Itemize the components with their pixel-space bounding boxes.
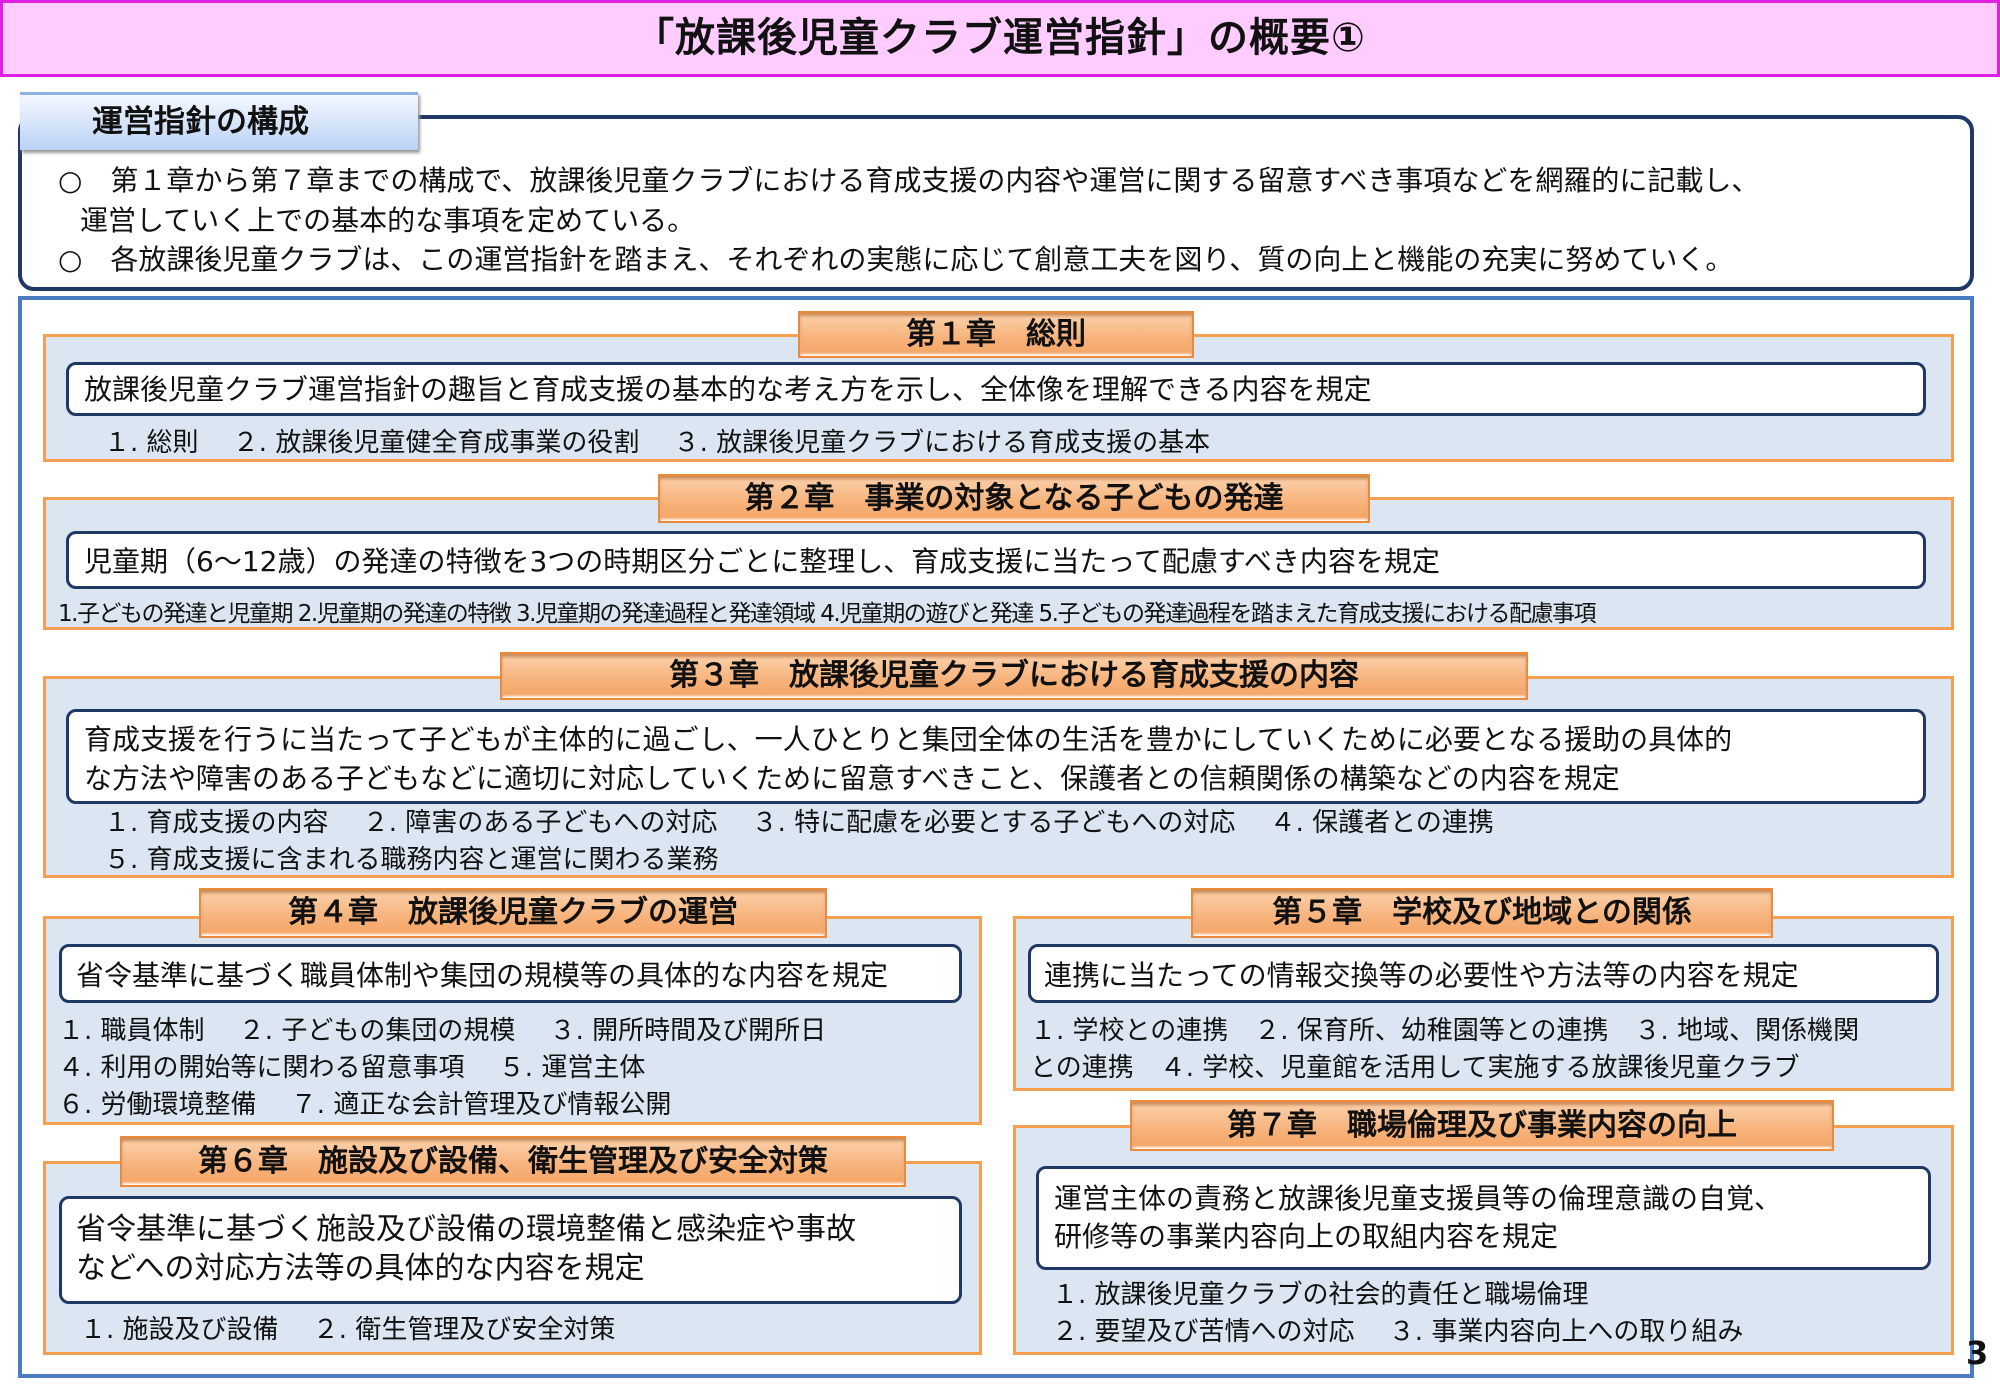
page-number: 3 <box>1966 1334 1989 1372</box>
chapter-3-summary-line-2: な方法や障害のある子どもなどに適切に対応していくために留意すべきこと、保護者との… <box>84 762 1620 795</box>
outline-bullet-1-cont: 運営していく上での基本的な事項を定めている。 <box>80 204 696 237</box>
chapter-2-summary: 児童期（6～12歳）の発達の特徴を3つの時期区分ごとに整理し、育成支援に当たって… <box>84 545 1440 578</box>
chapter-7-summary-line-1: 運営主体の責務と放課後児童支援員等の倫理意識の自覚、 <box>1054 1182 1783 1215</box>
chapter-6-summary-line-2: などへの対応方法等の具体的な内容を規定 <box>76 1251 645 1286</box>
chapter-5-summary: 連携に当たっての情報交換等の必要性や方法等の内容を規定 <box>1044 959 1799 992</box>
chapter-2-title: 第２章 事業の対象となる子どもの発達 <box>658 474 1370 523</box>
chapter-4-items-1: １. 職員体制 ２. 子どもの集団の規模 ３. 開所時間及び開所日 <box>58 1016 827 1046</box>
outline-tab: 運営指針の構成 <box>20 92 418 150</box>
title-banner: 「放課後児童クラブ運営指針」の概要① <box>0 0 2000 77</box>
chapter-7-summary-line-2: 研修等の事業内容向上の取組内容を規定 <box>1054 1220 1559 1253</box>
chapter-5-items-2: との連携 ４. 学校、児童館を活用して実施する放課後児童クラブ <box>1030 1053 1800 1083</box>
chapter-3-summary-box <box>66 709 1926 804</box>
chapter-7-items-1: １. 放課後児童クラブの社会的責任と職場倫理 <box>1052 1280 1589 1310</box>
chapter-1-summary: 放課後児童クラブ運営指針の趣旨と育成支援の基本的な考え方を示し、全体像を理解でき… <box>84 373 1372 406</box>
chapter-3-summary-line-1: 育成支援を行うに当たって子どもが主体的に過ごし、一人ひとりと集団全体の生活を豊か… <box>84 723 1733 756</box>
chapter-1-items: １. 総則 ２. 放課後児童健全育成事業の役割 ３. 放課後児童クラブにおける育… <box>104 428 1211 458</box>
chapter-6-summary-box <box>59 1196 962 1304</box>
chapter-4-items-3: ６. 労働環境整備 ７. 適正な会計管理及び情報公開 <box>58 1090 672 1120</box>
chapter-5-title: 第５章 学校及び地域との関係 <box>1191 888 1773 938</box>
outline-bullet-1: ○ 第１章から第７章までの構成で、放課後児童クラブにおける育成支援の内容や運営に… <box>58 164 1760 197</box>
outline-bullet-2: ○ 各放課後児童クラブは、この運営指針を踏まえ、それぞれの実態に応じて創意工夫を… <box>58 243 1734 276</box>
chapter-6-title: 第６章 施設及び設備、衛生管理及び安全対策 <box>120 1136 906 1187</box>
chapter-2-summary-box <box>66 531 1926 589</box>
chapter-2-items: 1.子どもの発達と児童期 2.児童期の発達の特徴 3.児童期の発達過程と発達領域… <box>58 601 1596 627</box>
chapter-4-summary-box <box>59 944 962 1003</box>
chapter-5-items-1: １. 学校との連携 ２. 保育所、幼稚園等との連携 ３. 地域、関係機関 <box>1030 1016 1860 1046</box>
chapter-7-summary-box <box>1036 1166 1931 1270</box>
chapter-3-items-1: １. 育成支援の内容 ２. 障害のある子どもへの対応 ３. 特に配慮を必要とする… <box>104 808 1494 838</box>
chapter-7-title: 第７章 職場倫理及び事業内容の向上 <box>1130 1100 1834 1151</box>
chapter-5-summary-box <box>1028 944 1939 1003</box>
chapter-4-title: 第４章 放課後児童クラブの運営 <box>199 888 827 938</box>
chapter-6-summary-line-1: 省令基準に基づく施設及び設備の環境整備と感染症や事故 <box>76 1212 856 1247</box>
chapter-7-items-2: ２. 要望及び苦情への対応 ３. 事業内容向上への取り組み <box>1052 1317 1744 1347</box>
chapter-4-summary: 省令基準に基づく職員体制や集団の規模等の具体的な内容を規定 <box>76 959 889 992</box>
page-title: 「放課後児童クラブ運営指針」の概要① <box>634 15 1366 61</box>
chapter-1-summary-box <box>66 362 1926 416</box>
chapter-4-items-2: ４. 利用の開始等に関わる留意事項 ５. 運営主体 <box>58 1053 646 1083</box>
chapter-6-items: １. 施設及び設備 ２. 衛生管理及び安全対策 <box>80 1315 616 1345</box>
chapter-3-items-2: ５. 育成支援に含まれる職務内容と運営に関わる業務 <box>104 845 719 875</box>
chapter-1-title: 第１章 総則 <box>798 311 1194 358</box>
chapter-3-title: 第３章 放課後児童クラブにおける育成支援の内容 <box>500 652 1528 700</box>
